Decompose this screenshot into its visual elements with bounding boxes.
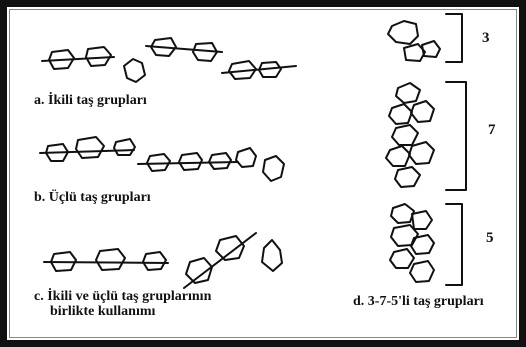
stone: [228, 60, 257, 80]
stone: [387, 20, 419, 45]
stone: [388, 103, 413, 125]
caption-b: b. Üçlü taş grupları: [34, 190, 151, 205]
axis-line: [183, 232, 257, 289]
caption-c-line2: birlikte kullanımı: [50, 304, 156, 319]
stone: [45, 143, 69, 162]
caption-c-line1: c. İkili ve üçlü taş gruplarının: [34, 289, 212, 304]
group-3-stones: [387, 13, 463, 63]
stone: [258, 61, 282, 78]
stone: [389, 248, 415, 269]
stone: [95, 248, 126, 271]
axis-line: [39, 149, 135, 154]
stone: [408, 141, 435, 165]
group-7-stones: [385, 81, 467, 191]
stone: [235, 147, 257, 168]
group-count-7: 7: [488, 122, 496, 138]
stone: [409, 260, 435, 283]
stone: [410, 100, 435, 123]
triple-stones-row: [39, 136, 285, 182]
stone: [410, 234, 435, 255]
axis-line: [43, 261, 169, 264]
stone: [261, 239, 283, 272]
stone: [185, 257, 213, 284]
stone: [192, 42, 218, 62]
stone: [146, 153, 171, 172]
stone: [50, 251, 77, 272]
pair-stones-row: [41, 37, 297, 83]
stone: [262, 155, 285, 182]
stone: [391, 124, 419, 146]
stone: [385, 145, 411, 167]
bracket-5: [445, 203, 463, 286]
group-count-3: 3: [482, 30, 490, 46]
stone: [113, 138, 136, 156]
bracket-7: [445, 81, 467, 191]
axis-line: [41, 56, 115, 62]
stone: [150, 37, 177, 57]
combined-stones-row: [43, 232, 283, 289]
stone: [390, 203, 415, 224]
stone: [123, 58, 146, 83]
stone: [411, 210, 433, 230]
stone: [48, 49, 75, 70]
bracket-3: [445, 13, 463, 63]
stone: [178, 152, 203, 171]
stone: [421, 40, 441, 58]
stone: [390, 224, 419, 247]
group-5-stones: [389, 203, 463, 286]
stone: [75, 136, 105, 159]
axis-line: [137, 161, 239, 165]
stone: [85, 46, 112, 67]
stone: [215, 235, 245, 261]
caption-d: d. 3-7-5'li taş grupları: [353, 294, 484, 309]
group-count-5: 5: [486, 230, 494, 246]
axis-line: [145, 45, 223, 53]
stone: [403, 43, 426, 62]
stone: [394, 166, 421, 188]
stone: [395, 82, 421, 104]
stone: [208, 152, 232, 170]
caption-a: a. İkili taş grupları: [34, 93, 147, 108]
stone: [142, 251, 167, 271]
